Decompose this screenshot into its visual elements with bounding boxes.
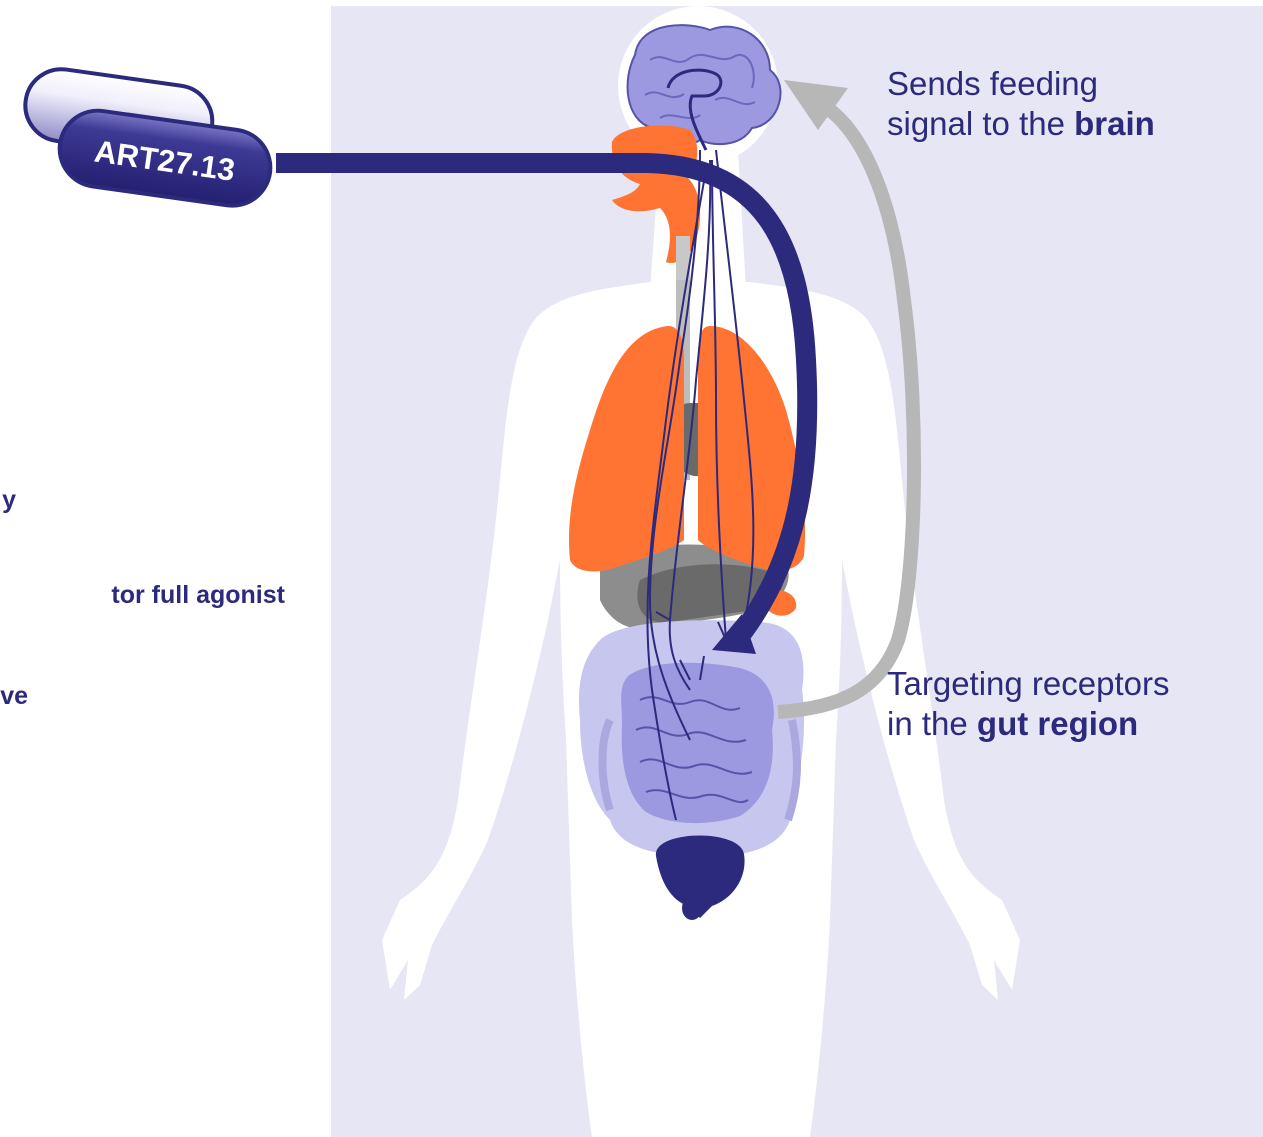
gut-annotation-line1: Targeting receptors [887, 664, 1169, 704]
gut-target-annotation: Targeting receptors in the gut region [887, 664, 1169, 744]
gut-annotation-bold: gut region [977, 705, 1138, 742]
brain-annotation-line1: Sends feeding [887, 64, 1155, 104]
brain-annotation-prefix: signal to the [887, 105, 1074, 142]
feature-item-2: tor full agonist [111, 581, 285, 610]
feature-item-3: ve [0, 682, 28, 711]
intestines-organ [579, 620, 804, 856]
cropped-feature-list: y tor full agonist ve [0, 470, 331, 730]
brain-signal-annotation: Sends feeding signal to the brain [887, 64, 1155, 144]
brain-annotation-bold: brain [1074, 105, 1155, 142]
feature-item-1: y [2, 486, 16, 515]
gut-annotation-prefix: in the [887, 705, 977, 742]
art27-13-pill: ART27.13 [15, 65, 280, 211]
brain-annotation-line2: signal to the brain [887, 104, 1155, 144]
gut-annotation-line2: in the gut region [887, 704, 1169, 744]
